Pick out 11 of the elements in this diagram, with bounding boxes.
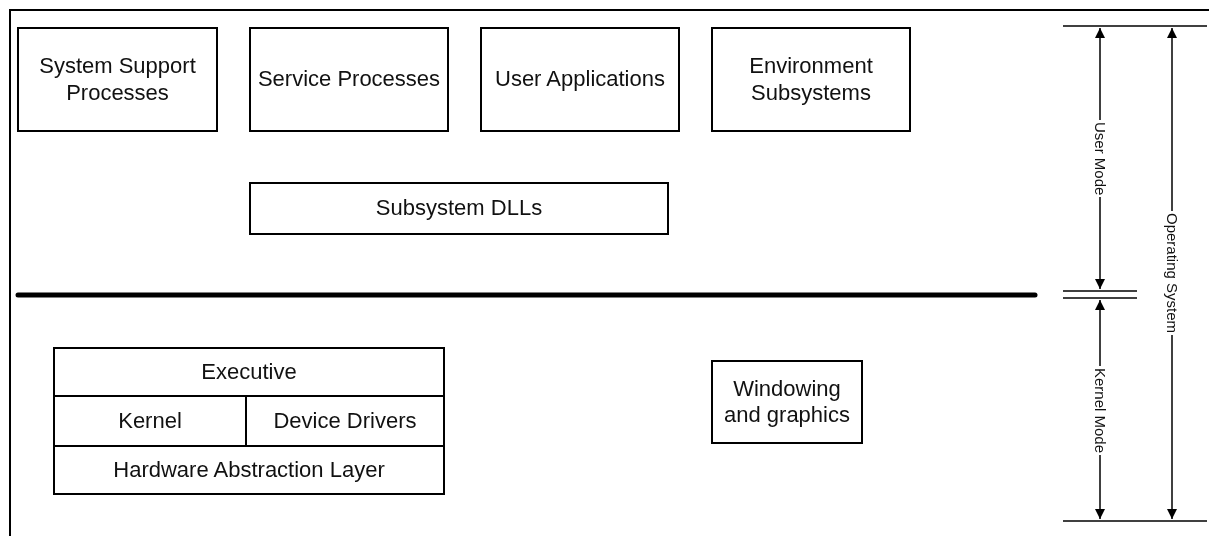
component-box: Windowing and graphics — [711, 360, 863, 444]
process-box: System Support Processes — [17, 27, 218, 132]
component-box: Hardware Abstraction Layer — [53, 445, 445, 495]
dimension-label: Operating System — [1164, 211, 1180, 336]
process-box: Environment Subsystems — [711, 27, 911, 132]
dimension-label: User Mode — [1092, 119, 1108, 197]
library-box: Subsystem DLLs — [249, 182, 669, 235]
component-box: Executive — [53, 347, 445, 397]
process-box: User Applications — [480, 27, 680, 132]
dimension-label: Kernel Mode — [1092, 365, 1108, 455]
process-box: Service Processes — [249, 27, 449, 132]
